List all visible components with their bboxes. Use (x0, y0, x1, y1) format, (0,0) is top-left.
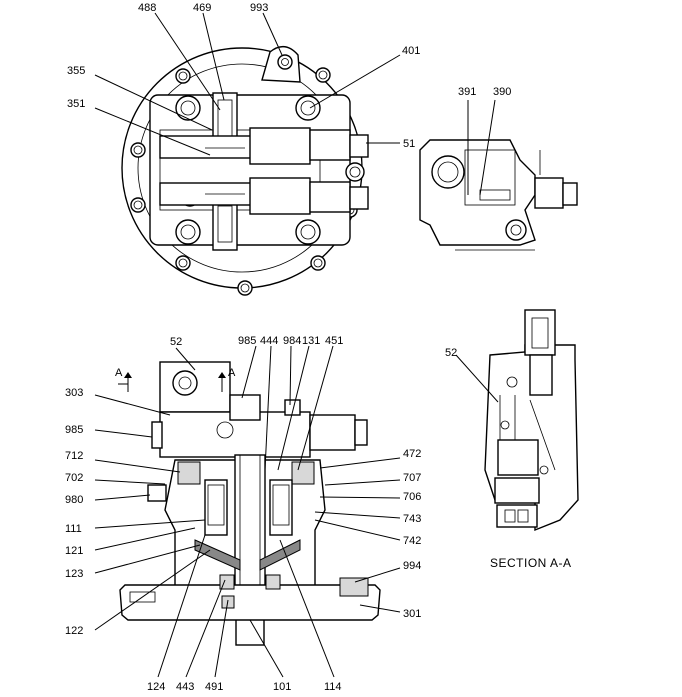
label-114: 114 (324, 681, 342, 693)
part-number-labels: 488 469 993 355 401 351 51 391 390 52 98… (65, 2, 511, 693)
label-101: 101 (273, 681, 291, 693)
label-451: 451 (325, 335, 343, 347)
section-marker-left: A (115, 367, 132, 392)
section-caption: SECTION A-A (490, 556, 572, 570)
label-52: 52 (170, 336, 182, 348)
label-743: 743 (403, 513, 421, 525)
label-301: 301 (403, 608, 421, 620)
label-712: 712 (65, 450, 83, 462)
label-111: 111 (65, 523, 82, 535)
label-131: 131 (302, 335, 320, 347)
leader-lines (94, 12, 499, 678)
label-351: 351 (67, 98, 85, 110)
label-994: 994 (403, 560, 421, 572)
cross-section-assembly (119, 361, 381, 646)
label-123: 123 (65, 568, 83, 580)
label-122: 122 (65, 625, 83, 637)
label-707: 707 (403, 472, 421, 484)
section-marker-right: A (218, 367, 236, 392)
top-right-partial-view (419, 139, 578, 251)
label-491: 491 (205, 681, 223, 693)
label-993: 993 (250, 2, 268, 14)
label-702: 702 (65, 472, 83, 484)
label-985-top: 985 (238, 335, 256, 347)
label-52-section: 52 (445, 347, 457, 359)
label-443: 443 (176, 681, 194, 693)
label-124: 124 (147, 681, 165, 693)
label-742: 742 (403, 535, 421, 547)
label-51: 51 (403, 138, 415, 150)
label-488: 488 (138, 2, 156, 14)
section-marker-label-right: A (228, 367, 236, 379)
label-121: 121 (65, 545, 83, 557)
label-390: 390 (493, 86, 511, 98)
label-985-side: 985 (65, 424, 83, 436)
label-444: 444 (260, 335, 278, 347)
label-469: 469 (193, 2, 211, 14)
label-303: 303 (65, 387, 83, 399)
label-355: 355 (67, 65, 85, 77)
section-a-a-view (484, 309, 579, 532)
section-marker-label-left: A (115, 367, 123, 379)
label-980: 980 (65, 494, 83, 506)
top-view-assembly (121, 46, 369, 296)
label-472: 472 (403, 448, 421, 460)
label-401: 401 (402, 45, 420, 57)
label-706: 706 (403, 491, 421, 503)
label-391: 391 (458, 86, 476, 98)
label-984: 984 (283, 335, 301, 347)
